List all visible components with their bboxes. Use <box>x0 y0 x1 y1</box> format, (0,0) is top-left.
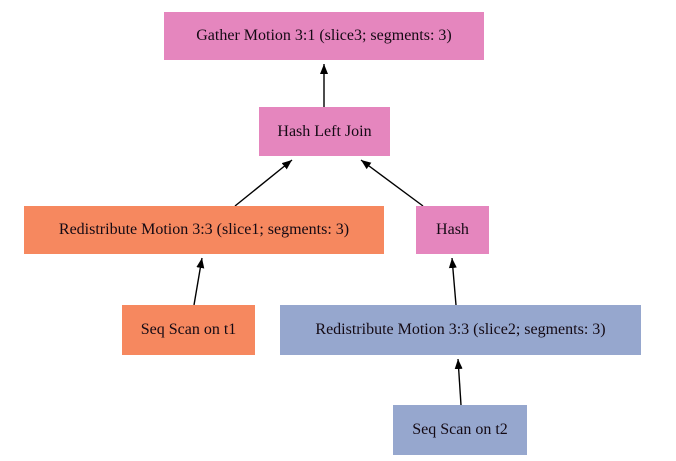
edge-hash-to-hash-left-join <box>360 159 424 207</box>
node-redistribute-motion-slice2: Redistribute Motion 3:3 (slice2; segment… <box>280 305 641 355</box>
node-hash-left-join: Hash Left Join <box>259 107 390 156</box>
node-redistribute-motion-slice1: Redistribute Motion 3:3 (slice1; segment… <box>24 206 384 254</box>
edge-redistribute-slice2-to-hash <box>448 257 457 306</box>
node-seq-scan-t1: Seq Scan on t1 <box>122 305 255 355</box>
edge-redistribute-slice1-to-hash-left-join <box>234 159 293 207</box>
node-hash: Hash <box>416 206 489 254</box>
node-gather-motion: Gather Motion 3:1 (slice3; segments: 3) <box>164 12 484 60</box>
edge-seq-scan-t2-to-redistribute-slice2 <box>454 358 463 406</box>
node-seq-scan-t2: Seq Scan on t2 <box>393 405 527 455</box>
edge-seq-scan-t1-to-redistribute-slice1 <box>193 257 205 306</box>
